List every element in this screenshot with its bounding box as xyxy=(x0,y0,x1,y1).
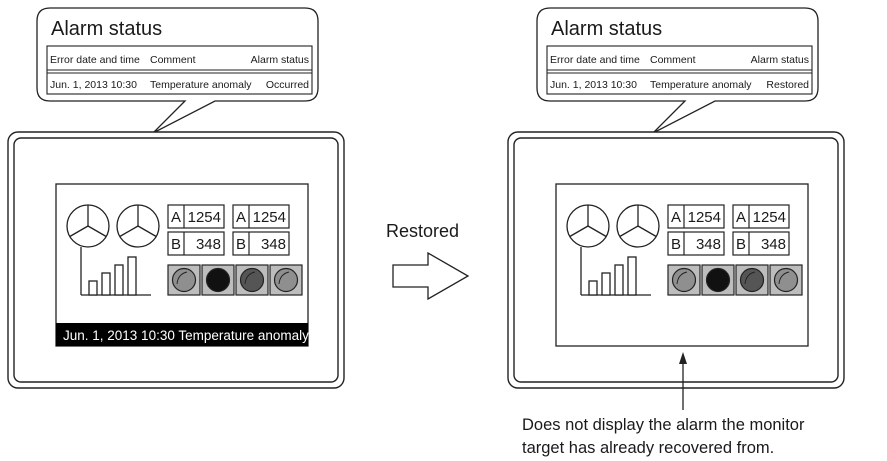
left-header-comment: Comment xyxy=(150,54,196,66)
left-lamp-2 xyxy=(205,267,231,293)
left-cell-a2-label: A xyxy=(236,209,246,226)
left-row-date: Jun. 1, 2013 10:30 xyxy=(50,79,137,91)
left-fan-icon-1 xyxy=(66,204,110,248)
left-alarm-callout: Alarm status Error date and time Comment… xyxy=(36,7,319,134)
left-alarm-banner xyxy=(56,323,308,346)
left-cell-b1-value: 348 xyxy=(196,236,221,253)
right-value-cells: A 1254 A 1254 B 348 B 348 xyxy=(667,204,790,256)
right-cell-a2-value: 1254 xyxy=(753,209,786,226)
right-row-date: Jun. 1, 2013 10:30 xyxy=(550,79,637,91)
right-fan-icon-1 xyxy=(566,204,610,248)
left-callout-title: Alarm status xyxy=(51,18,162,40)
left-lamp-4 xyxy=(273,267,299,293)
left-alarm-banner-text: Jun. 1, 2013 10:30 Temperature anomaly xyxy=(63,328,309,343)
right-cell-a1-label: A xyxy=(671,209,681,226)
left-cell-b2-value: 348 xyxy=(261,236,286,253)
left-cell-a2-value: 1254 xyxy=(253,209,286,226)
right-header-comment: Comment xyxy=(650,54,696,66)
left-monitor: A 1254 A 1254 B 348 B 348 xyxy=(7,131,345,389)
right-cell-a2-label: A xyxy=(736,209,746,226)
right-fan-icon-2 xyxy=(616,204,660,248)
left-lamp-3 xyxy=(239,267,265,293)
left-header-date: Error date and time xyxy=(50,54,140,66)
left-fan-icon-2 xyxy=(116,204,160,248)
note-line-2: target has already recovered from. xyxy=(522,439,774,457)
right-cell-b1-value: 348 xyxy=(696,236,721,253)
right-header-date: Error date and time xyxy=(550,54,640,66)
left-row-status: Occurred xyxy=(266,79,309,91)
right-lamp-2 xyxy=(705,267,731,293)
right-monitor: A 1254 A 1254 B 348 B 348 xyxy=(507,131,845,389)
note-line-1: Does not display the alarm the monitor xyxy=(522,416,805,434)
left-header-status: Alarm status xyxy=(251,54,309,66)
transition-arrow-icon xyxy=(392,251,470,301)
left-lamps xyxy=(167,264,303,296)
right-alarm-callout: Alarm status Error date and time Comment… xyxy=(536,7,819,134)
left-cell-a1-value: 1254 xyxy=(188,209,221,226)
transition-label: Restored xyxy=(386,221,459,241)
left-value-cells: A 1254 A 1254 B 348 B 348 xyxy=(167,204,290,256)
right-cell-b2-label: B xyxy=(736,236,746,253)
left-row-comment: Temperature anomaly xyxy=(150,79,252,91)
right-cell-b1-label: B xyxy=(671,236,681,253)
right-row-status: Restored xyxy=(766,79,809,91)
left-cell-a1-label: A xyxy=(171,209,181,226)
left-cell-b2-label: B xyxy=(236,236,246,253)
right-lamp-3 xyxy=(739,267,765,293)
right-cell-a1-value: 1254 xyxy=(688,209,721,226)
right-lamp-4 xyxy=(773,267,799,293)
note-pointer-arrow xyxy=(679,352,687,410)
right-lamp-1 xyxy=(671,267,697,293)
right-header-status: Alarm status xyxy=(751,54,809,66)
left-cell-b1-label: B xyxy=(171,236,181,253)
right-lamps xyxy=(667,264,803,296)
right-callout-title: Alarm status xyxy=(551,18,662,40)
right-cell-b2-value: 348 xyxy=(761,236,786,253)
left-lamp-1 xyxy=(171,267,197,293)
right-row-comment: Temperature anomaly xyxy=(650,79,752,91)
